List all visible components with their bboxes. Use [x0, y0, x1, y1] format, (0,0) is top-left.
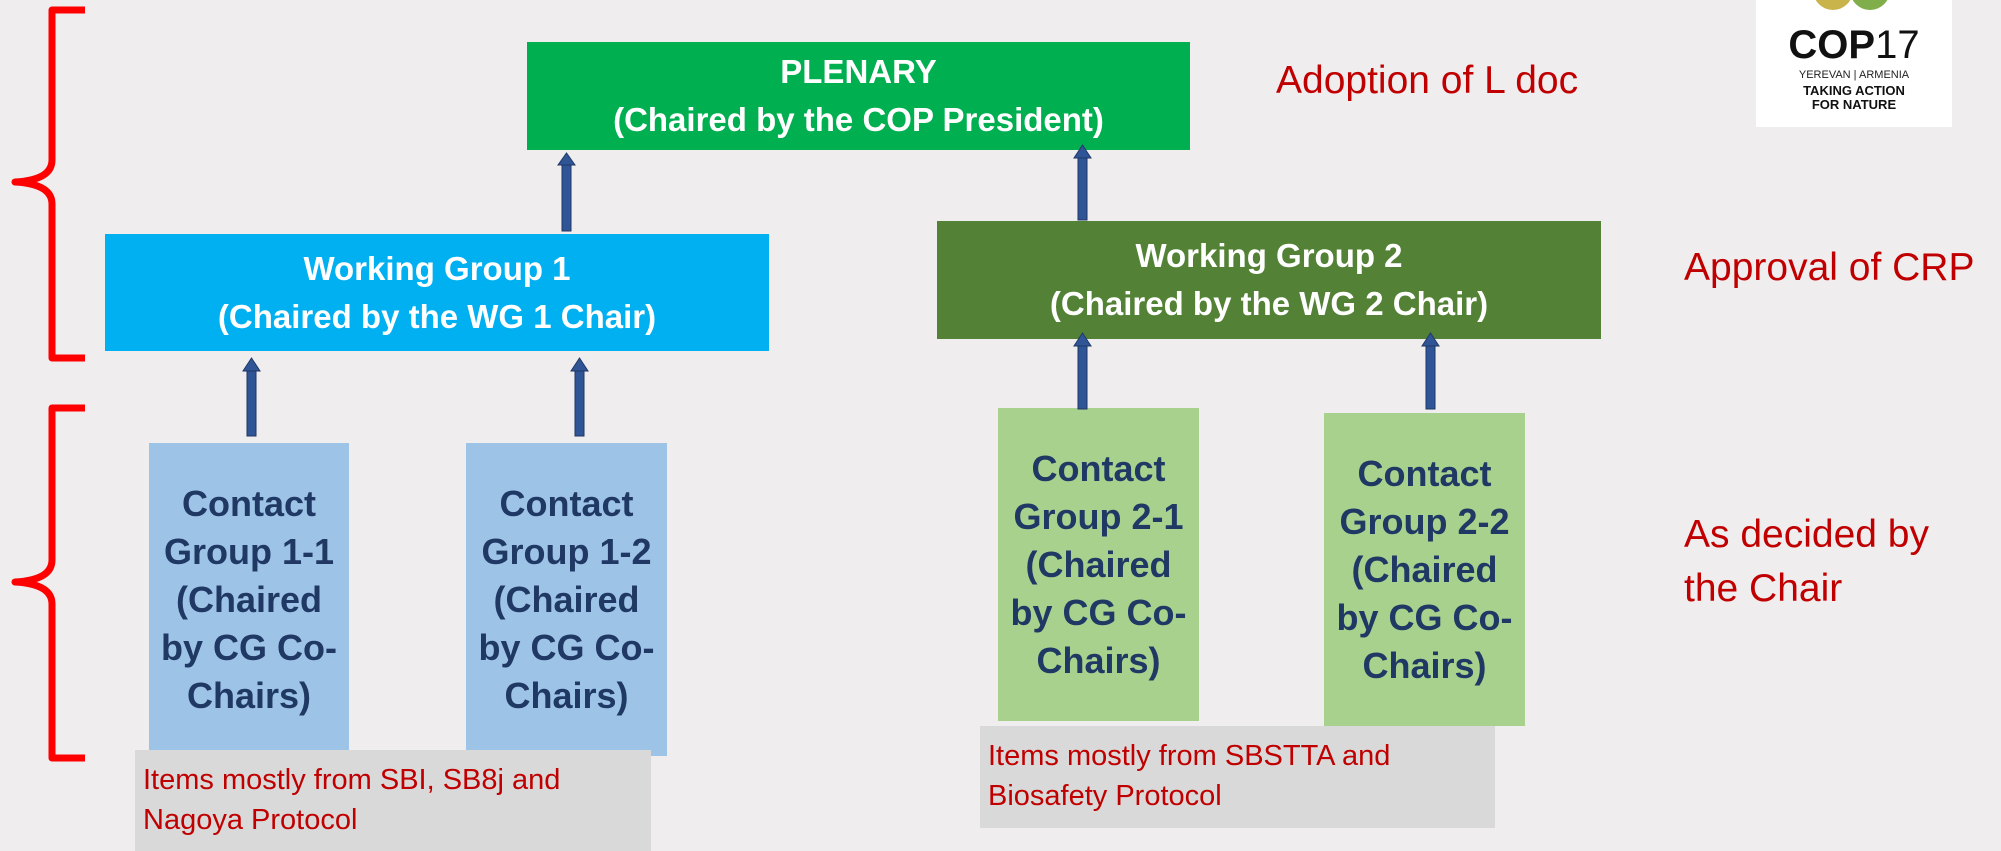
- label-approval: Approval of CRP: [1684, 246, 1975, 289]
- cg-line: (Chaired: [1025, 543, 1172, 585]
- note-line: Items mostly from SBI, SB8j and: [143, 764, 561, 796]
- cg-line: Chairs): [1362, 644, 1487, 686]
- working-group-1-chair: (Chaired by the WG 1 Chair): [217, 297, 657, 335]
- plenary-box: PLENARY (Chaired by the COP President): [527, 42, 1190, 150]
- cg-line: Group 1-2: [481, 530, 652, 572]
- cg-line: Contact: [1357, 452, 1492, 494]
- cg-line: Group 2-2: [1339, 500, 1510, 542]
- label-adoption: Adoption of L doc: [1276, 59, 1579, 102]
- logo-tagline-line2: FOR NATURE: [1811, 97, 1897, 112]
- cg-line: Chairs): [504, 674, 629, 716]
- note-line: Items mostly from SBSTTA and: [988, 740, 1391, 772]
- cg-line: by CG Co-: [1336, 596, 1513, 638]
- arrow-cg12-to-wg1: [570, 357, 589, 437]
- arrow-cg11-to-wg1: [242, 357, 261, 437]
- cg-line: (Chaired: [175, 578, 323, 620]
- label-decided: As decided by the Chair: [1684, 508, 1929, 616]
- logo-subtitle: YEREVAN | ARMENIA: [1798, 69, 1910, 81]
- cg-line: by CG Co-: [1010, 591, 1187, 633]
- cg-line: (Chaired: [1351, 548, 1498, 590]
- logo-title: COP17: [1788, 25, 1919, 65]
- note-line: Nagoya Protocol: [143, 804, 358, 836]
- cg-line: Contact: [182, 482, 316, 524]
- arrow-cg21-to-wg2: [1073, 332, 1092, 410]
- arrow-cg22-to-wg2: [1421, 332, 1440, 410]
- cg-line: Contact: [499, 482, 634, 524]
- arrow-wg2-to-plenary: [1073, 144, 1092, 221]
- working-group-2-title: Working Group 2: [1135, 237, 1403, 274]
- note-wg2-items: Items mostly from SBSTTA and Biosafety P…: [980, 726, 1495, 828]
- logo-tagline-line1: TAKING ACTION: [1803, 83, 1905, 98]
- logo-circles-icon: [1815, 0, 1888, 10]
- contact-group-1-2-box: Contact Group 1-2 (Chaired by CG Co- Cha…: [466, 443, 667, 756]
- working-group-2-chair: (Chaired by the WG 2 Chair): [1049, 285, 1489, 322]
- working-group-2-box: Working Group 2 (Chaired by the WG 2 Cha…: [937, 221, 1601, 339]
- cop17-logo: COP17 YEREVAN | ARMENIA TAKING ACTION FO…: [1756, 0, 1952, 127]
- cg-line: by CG Co-: [478, 626, 655, 668]
- cg-line: Group 1-1: [163, 530, 334, 572]
- bracket-top: [11, 6, 85, 362]
- cg-line: (Chaired: [493, 578, 640, 620]
- contact-group-2-1-box: Contact Group 2-1 (Chaired by CG Co- Cha…: [998, 408, 1199, 721]
- plenary-chair: (Chaired by the COP President): [613, 101, 1104, 138]
- bracket-bottom: [11, 404, 85, 762]
- logo-tagline: TAKING ACTION FOR NATURE: [1803, 84, 1905, 112]
- arrow-wg1-to-plenary: [557, 152, 576, 232]
- cg-line: Group 2-1: [1013, 495, 1184, 537]
- cg-line: Chairs): [1036, 639, 1161, 681]
- note-line: Biosafety Protocol: [988, 780, 1222, 812]
- contact-group-2-2-box: Contact Group 2-2 (Chaired by CG Co- Cha…: [1324, 413, 1525, 726]
- working-group-1-box: Working Group 1 (Chaired by the WG 1 Cha…: [105, 234, 769, 351]
- label-decided-line2: the Chair: [1684, 567, 1843, 610]
- cg-line: by CG Co-: [161, 626, 337, 668]
- contact-group-1-1-box: Contact Group 1-1 (Chaired by CG Co- Cha…: [149, 443, 349, 756]
- logo-title-cop: COP: [1788, 23, 1876, 67]
- cg-line: Contact: [1031, 447, 1166, 489]
- working-group-1-title: Working Group 1: [303, 249, 571, 287]
- note-wg1-items: Items mostly from SBI, SB8j and Nagoya P…: [135, 750, 651, 851]
- cg-line: Chairs): [186, 674, 312, 716]
- logo-title-number: 17: [1875, 23, 1920, 67]
- label-decided-line1: As decided by: [1684, 513, 1929, 556]
- plenary-title: PLENARY: [780, 53, 937, 90]
